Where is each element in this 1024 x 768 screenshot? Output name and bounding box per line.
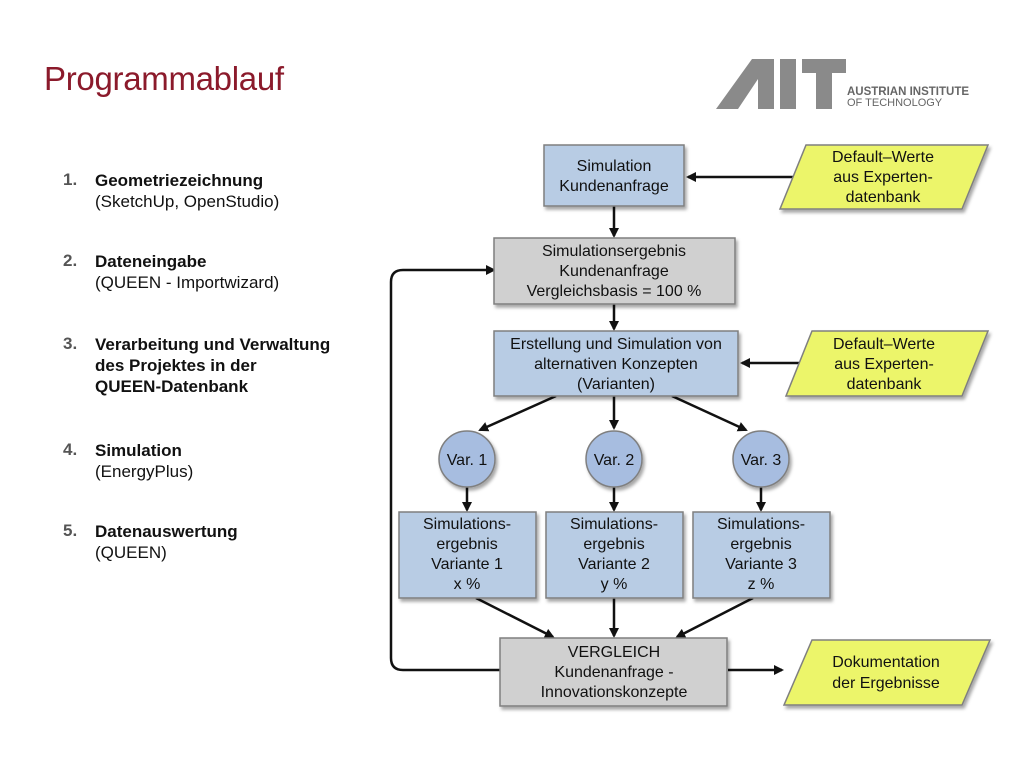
box-text-line: y % [601,576,628,593]
box-text-line: Default–Werte [833,336,935,353]
step-number: 2. [63,251,78,270]
arrow-result3-to-compare [675,596,754,639]
box-text-line: aus Experten- [834,356,934,373]
step-number: 4. [63,440,78,459]
default-values-input-1: Default–Werte aus Experten- datenbank [778,144,990,210]
box-text-line: der Ergebnisse [832,675,940,692]
box-text-line: z % [748,576,775,593]
box-text-line: Simulation [577,158,652,175]
ait-logo: AUSTRIAN INSTITUTE OF TECHNOLOGY [716,57,976,113]
box-text-line: Simulations- [717,516,805,533]
default-values-input-2: Default–Werte aus Experten- datenbank [784,330,990,397]
arrow-to-var3 [671,394,748,432]
arrow-to-var1 [478,394,557,432]
box-text-line: Variante 1 [431,556,503,573]
box-text-line: Simulations- [423,516,511,533]
variant-result-box-3: Simulations- ergebnis Variante 3 z % [692,511,831,599]
simulation-request-box: Simulation Kundenanfrage [543,144,685,207]
box-text-line: ergebnis [730,536,791,553]
box-text-line: Kundenanfrage [559,178,669,195]
box-text-line: x % [454,576,481,593]
box-text-line: Kundenanfrage - [554,664,673,681]
box-text-line: Vergleichsbasis = 100 % [527,283,702,300]
box-text-line: Default–Werte [832,149,934,166]
variant-circle-2: Var. 2 [585,430,643,488]
box-text-line: Kundenanfrage [559,263,669,280]
comparison-box: VERGLEICH Kundenanfrage - Innovationskon… [499,637,728,707]
variant-circle-1: Var. 1 [438,430,496,488]
ait-logo-mark [716,59,846,109]
variant-label: Var. 3 [741,452,782,469]
step-heading: Dateneingabe [95,252,207,271]
box-text-line: Simulationsergebnis [542,243,686,260]
box-text-line: datenbank [846,189,922,206]
connector-lines [389,172,804,675]
alternatives-box: Erstellung und Simulation von alternativ… [493,330,739,397]
box-text-line: VERGLEICH [568,644,660,661]
logo-line-1: AUSTRIAN INSTITUTE [847,86,970,98]
step-heading: Simulation [95,441,182,460]
step-number: 3. [63,334,78,353]
step-number: 1. [63,170,78,189]
box-text-line: ergebnis [436,536,497,553]
box-text-line: alternativen Konzepten [534,356,698,373]
variant-result-box-1: Simulations- ergebnis Variante 1 x % [398,511,537,599]
step-number: 5. [63,521,78,540]
variant-circle-3: Var. 3 [732,430,790,488]
step-heading: Verarbeitung und Verwaltung des Projekte… [95,335,331,396]
box-text-line: Simulations- [570,516,658,533]
step-heading: Datenauswertung [95,522,238,541]
variant-label: Var. 1 [447,452,488,469]
box-text-line: (Varianten) [577,376,655,393]
variant-result-box-2: Simulations- ergebnis Variante 2 y % [545,511,684,599]
box-text-line: Variante 2 [578,556,650,573]
simulation-result-box: Simulationsergebnis Kundenanfrage Vergle… [493,237,736,305]
step-heading: Geometriezeichnung [95,171,264,190]
box-text-line: aus Experten- [833,169,933,186]
variant-label: Var. 2 [594,452,635,469]
step-detail: (QUEEN) [95,543,167,562]
slide-title: Programmablauf [44,60,284,97]
box-text-line: ergebnis [583,536,644,553]
step-detail: (SketchUp, OpenStudio) [95,192,280,211]
arrow-feedback-loop [389,265,500,672]
step-detail: (EnergyPlus) [95,462,194,481]
arrow-result1-to-compare [475,596,555,639]
step-detail: (QUEEN - Importwizard) [95,273,280,292]
box-text-line: Erstellung und Simulation von [510,336,722,353]
box-text-line: Variante 3 [725,556,797,573]
logo-line-2: OF TECHNOLOGY [847,97,943,109]
documentation-output: Dokumentation der Ergebnisse [782,639,992,706]
box-text-line: datenbank [847,376,923,393]
box-text-line: Innovationskonzepte [541,684,688,701]
box-text-line: Dokumentation [832,654,940,671]
